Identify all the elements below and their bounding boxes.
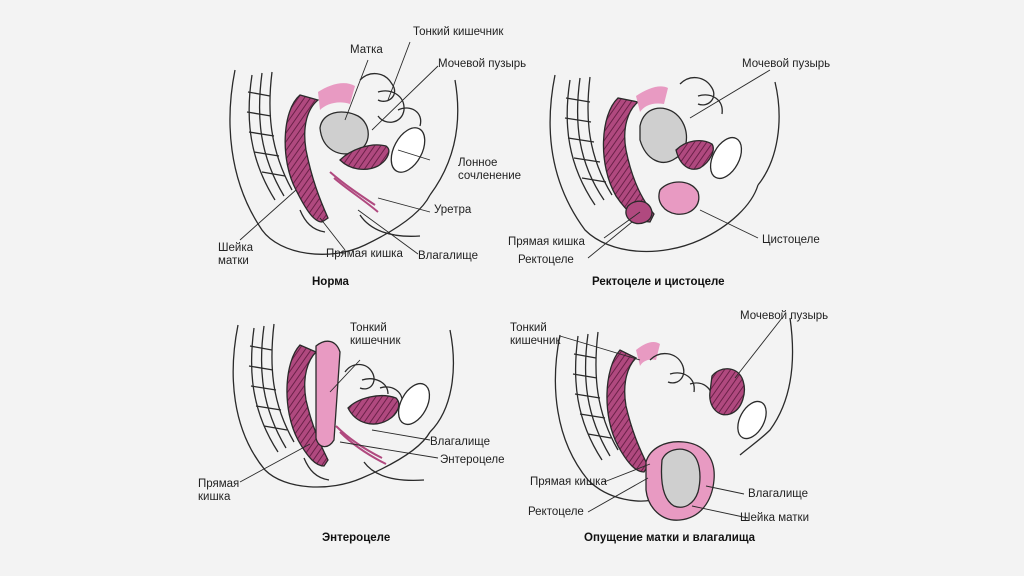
label-urethra: Уретра bbox=[434, 204, 472, 216]
vertebra-lines bbox=[246, 91, 286, 177]
abdomen-wall bbox=[429, 79, 459, 196]
label-rectum: Прямая кишка bbox=[326, 248, 403, 260]
pubic-bone bbox=[397, 382, 431, 426]
pelvis-outline bbox=[549, 74, 759, 253]
label-vagina: Влагалище bbox=[748, 488, 808, 500]
label-cystocele: Цистоцеле bbox=[762, 234, 820, 246]
vertebra-lines bbox=[564, 97, 607, 183]
label-uterus: Матка bbox=[350, 44, 383, 56]
leader-lines bbox=[559, 317, 783, 519]
intestine-loops bbox=[359, 73, 422, 127]
cystocele-bulge bbox=[658, 181, 700, 215]
caption-enterocele: Энтероцеле bbox=[322, 532, 391, 544]
panel-prolapse-illustration bbox=[554, 317, 794, 521]
intestine-loops bbox=[679, 77, 723, 115]
leg-crease bbox=[303, 457, 425, 482]
bladder-shape bbox=[709, 368, 745, 416]
panel-norma-illustration bbox=[229, 41, 459, 255]
bladder-shape bbox=[639, 107, 688, 163]
uterus-shape bbox=[339, 144, 390, 171]
uterus-shape bbox=[675, 139, 714, 170]
label-vagina: Влагалище bbox=[430, 436, 490, 448]
panel-rectocele-illustration bbox=[549, 69, 780, 259]
leader-lines bbox=[587, 69, 771, 259]
uterus-pink bbox=[318, 83, 355, 110]
label-small-intestine: Тонкий кишечник bbox=[350, 322, 401, 347]
label-rectocele: Ректоцеле bbox=[528, 506, 584, 518]
label-vagina: Влагалище bbox=[418, 250, 478, 262]
label-rectum: Прямая кишка bbox=[530, 476, 607, 488]
label-cervix: Шейка матки bbox=[218, 242, 254, 267]
leader-lines bbox=[239, 359, 439, 483]
pelvis-outline bbox=[554, 334, 661, 502]
label-small-intestine: Тонкий кишечник bbox=[510, 322, 561, 347]
label-rectum: Прямая кишка bbox=[198, 478, 240, 503]
rectum-shape bbox=[284, 94, 329, 223]
label-bladder: Мочевой пузырь bbox=[438, 58, 527, 70]
prolapse-uterus bbox=[660, 448, 701, 508]
leader-lines bbox=[239, 41, 439, 255]
label-cervix: Шейка матки bbox=[740, 512, 810, 524]
uterus-pink bbox=[636, 86, 668, 112]
rectum-shape bbox=[602, 97, 655, 223]
intestine-loops bbox=[649, 353, 713, 403]
vertebra-lines bbox=[572, 353, 612, 439]
label-rectum: Прямая кишка bbox=[508, 236, 585, 248]
caption-prolapse: Опущение матки и влагалища bbox=[584, 532, 756, 544]
vertebra-lines bbox=[248, 345, 288, 431]
leg-crease bbox=[299, 209, 421, 237]
vagina-canal bbox=[335, 425, 387, 465]
enterocele-pink bbox=[315, 340, 341, 448]
abdomen-wall bbox=[429, 329, 455, 433]
vagina-canal bbox=[329, 171, 379, 213]
bladder-shape bbox=[319, 111, 369, 155]
label-small-intestine: Тонкий кишечник bbox=[413, 26, 504, 38]
uterus-shape bbox=[347, 394, 400, 425]
rectum-shape bbox=[606, 349, 649, 473]
uterus-pink bbox=[636, 342, 660, 366]
label-bladder: Мочевой пузырь bbox=[740, 310, 829, 322]
abdomen-wall bbox=[739, 317, 794, 456]
spine bbox=[248, 71, 293, 201]
caption-rectocele-cystocele: Ректоцеле и цистоцеле bbox=[592, 276, 725, 288]
pubic-bone bbox=[390, 127, 426, 173]
label-rectocele: Ректоцеле bbox=[518, 254, 574, 266]
panel-enterocele-illustration bbox=[232, 323, 455, 488]
pelvis-outline bbox=[229, 69, 431, 255]
pubic-bone bbox=[737, 400, 767, 440]
pubic-bone bbox=[709, 136, 743, 180]
label-bladder: Мочевой пузырь bbox=[742, 58, 831, 70]
caption-norma: Норма bbox=[312, 276, 349, 288]
pelvis-outline bbox=[232, 324, 431, 488]
label-pubic-symphysis: Лонное сочленение bbox=[458, 157, 522, 182]
label-enterocele: Энтероцеле bbox=[440, 454, 505, 466]
abdomen-wall bbox=[757, 81, 780, 186]
rectum-shape bbox=[286, 344, 329, 467]
